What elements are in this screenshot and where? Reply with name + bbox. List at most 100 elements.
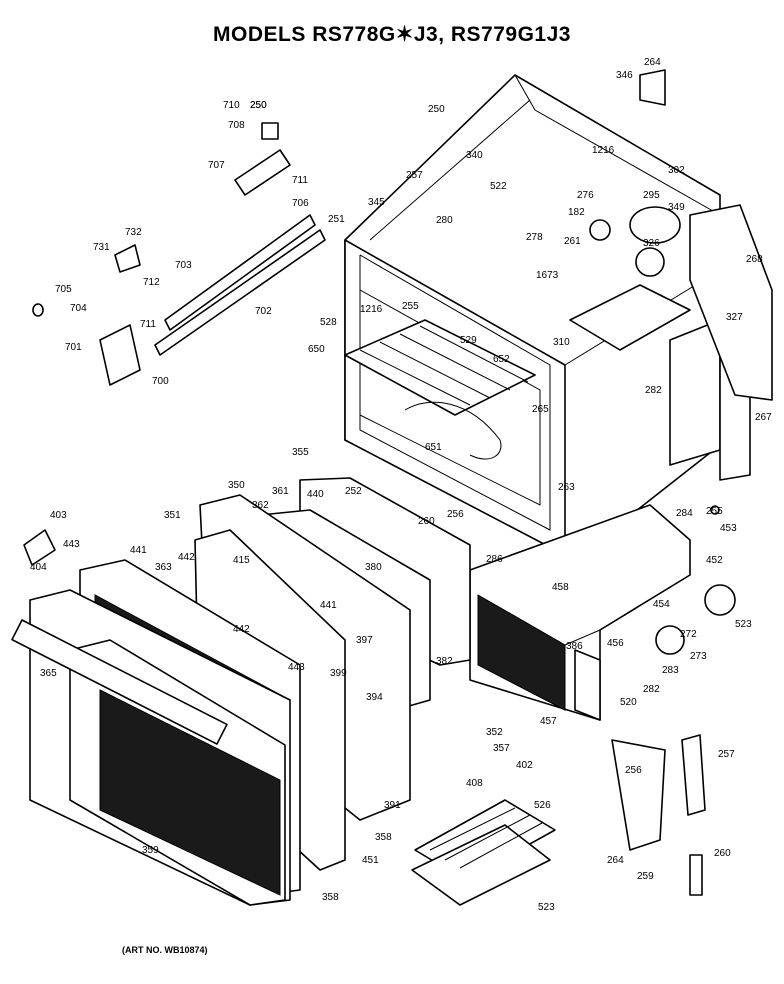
- part-label: 454: [653, 599, 670, 610]
- part-label: 250: [250, 100, 267, 111]
- part-label: 732: [125, 227, 142, 238]
- part-label: 284: [676, 508, 693, 519]
- part-label: 263: [558, 482, 575, 493]
- part-label: 710: [223, 100, 240, 111]
- part-label: 255: [402, 301, 419, 312]
- part-label: 1673: [536, 270, 559, 281]
- part-label: 403: [50, 510, 67, 521]
- part-label: 302: [668, 165, 685, 176]
- part-label: 276: [577, 190, 594, 201]
- part-label: 265: [532, 404, 549, 415]
- part-label: 250: [250, 100, 267, 111]
- part-label: 441: [320, 600, 337, 611]
- part-label: 707: [208, 160, 225, 171]
- small-parts: [23, 69, 736, 896]
- part-label: 382: [436, 656, 453, 667]
- part-label: 256: [625, 765, 642, 776]
- part-label: 701: [65, 342, 82, 353]
- part-label: 528: [320, 317, 337, 328]
- part-label: 1216: [360, 304, 383, 315]
- part-label: 361: [272, 486, 289, 497]
- part-label: 359: [142, 845, 159, 856]
- part-label: 352: [486, 727, 503, 738]
- oven-door-assembly: [11, 477, 471, 906]
- part-label: 523: [538, 902, 555, 913]
- part-label: 523: [735, 619, 752, 630]
- part-label: 282: [645, 385, 662, 396]
- part-label: 391: [384, 800, 401, 811]
- part-label: 408: [466, 778, 483, 789]
- part-label: 282: [643, 684, 660, 695]
- part-label: 362: [252, 500, 269, 511]
- part-label: 711: [140, 319, 156, 330]
- part-label: 327: [726, 312, 743, 323]
- part-label: 451: [362, 855, 379, 866]
- part-label: 349: [668, 202, 685, 213]
- part-label: 458: [552, 582, 569, 593]
- part-label: 257: [406, 170, 423, 181]
- part-label: 650: [308, 344, 325, 355]
- part-label: 1216: [592, 145, 615, 156]
- part-label: 350: [228, 480, 245, 491]
- part-label: 402: [516, 760, 533, 771]
- part-label: 731: [93, 242, 110, 253]
- part-label: 456: [607, 638, 624, 649]
- part-label: 452: [706, 555, 723, 566]
- part-label: 264: [607, 855, 624, 866]
- part-label: 310: [553, 337, 570, 348]
- part-label: 386: [566, 641, 583, 652]
- storage-drawer: [469, 504, 691, 721]
- part-label: 700: [152, 376, 169, 387]
- diagram-title: MODELS RS778G✶J3, RS779G1J3: [213, 23, 571, 46]
- part-label: 703: [175, 260, 192, 271]
- broiler-pan: [411, 799, 556, 906]
- part-label: 251: [328, 214, 345, 225]
- part-label: 712: [143, 277, 160, 288]
- part-label: 440: [307, 489, 324, 500]
- part-label: 708: [228, 120, 245, 131]
- part-label: 529: [460, 335, 477, 346]
- part-label: 404: [30, 562, 47, 573]
- part-label: 443: [63, 539, 80, 550]
- part-label: 286: [486, 554, 503, 565]
- part-label: 358: [375, 832, 392, 843]
- part-label: 278: [526, 232, 543, 243]
- part-label: 346: [616, 70, 633, 81]
- part-label: 520: [620, 697, 637, 708]
- part-label: 363: [155, 562, 172, 573]
- part-label: 442: [233, 624, 250, 635]
- part-label: 441: [130, 545, 147, 556]
- part-label: 711: [292, 175, 308, 186]
- part-label: 268: [746, 254, 763, 265]
- part-label: 273: [690, 651, 707, 662]
- part-label: 260: [714, 848, 731, 859]
- part-label: 705: [55, 284, 72, 295]
- part-label: 457: [540, 716, 557, 727]
- part-label: 250: [428, 104, 445, 115]
- part-label: 415: [233, 555, 250, 566]
- part-label: 704: [70, 303, 87, 314]
- part-label: 399: [330, 668, 347, 679]
- part-label: 261: [564, 236, 581, 247]
- part-label: 651: [425, 442, 442, 453]
- part-label: 526: [534, 800, 551, 811]
- part-labels: 250 250 710 708 707 711 706 732 731 703 …: [30, 57, 772, 913]
- part-label: 522: [490, 181, 507, 192]
- part-label: 340: [466, 150, 483, 161]
- part-label: 326: [643, 238, 660, 249]
- part-label: 283: [662, 665, 679, 676]
- part-label: 358: [322, 892, 339, 903]
- part-label: 397: [356, 635, 373, 646]
- part-label: 259: [637, 871, 654, 882]
- part-label: 255: [706, 506, 723, 517]
- art-number: (ART NO. WB10874): [122, 945, 208, 955]
- part-label: 264: [644, 57, 661, 68]
- part-label: 272: [680, 629, 697, 640]
- part-label: 357: [493, 743, 510, 754]
- part-label: 702: [255, 306, 272, 317]
- part-label: 280: [436, 215, 453, 226]
- part-label: 443: [288, 662, 305, 673]
- part-label: 295: [643, 190, 660, 201]
- part-label: 380: [365, 562, 382, 573]
